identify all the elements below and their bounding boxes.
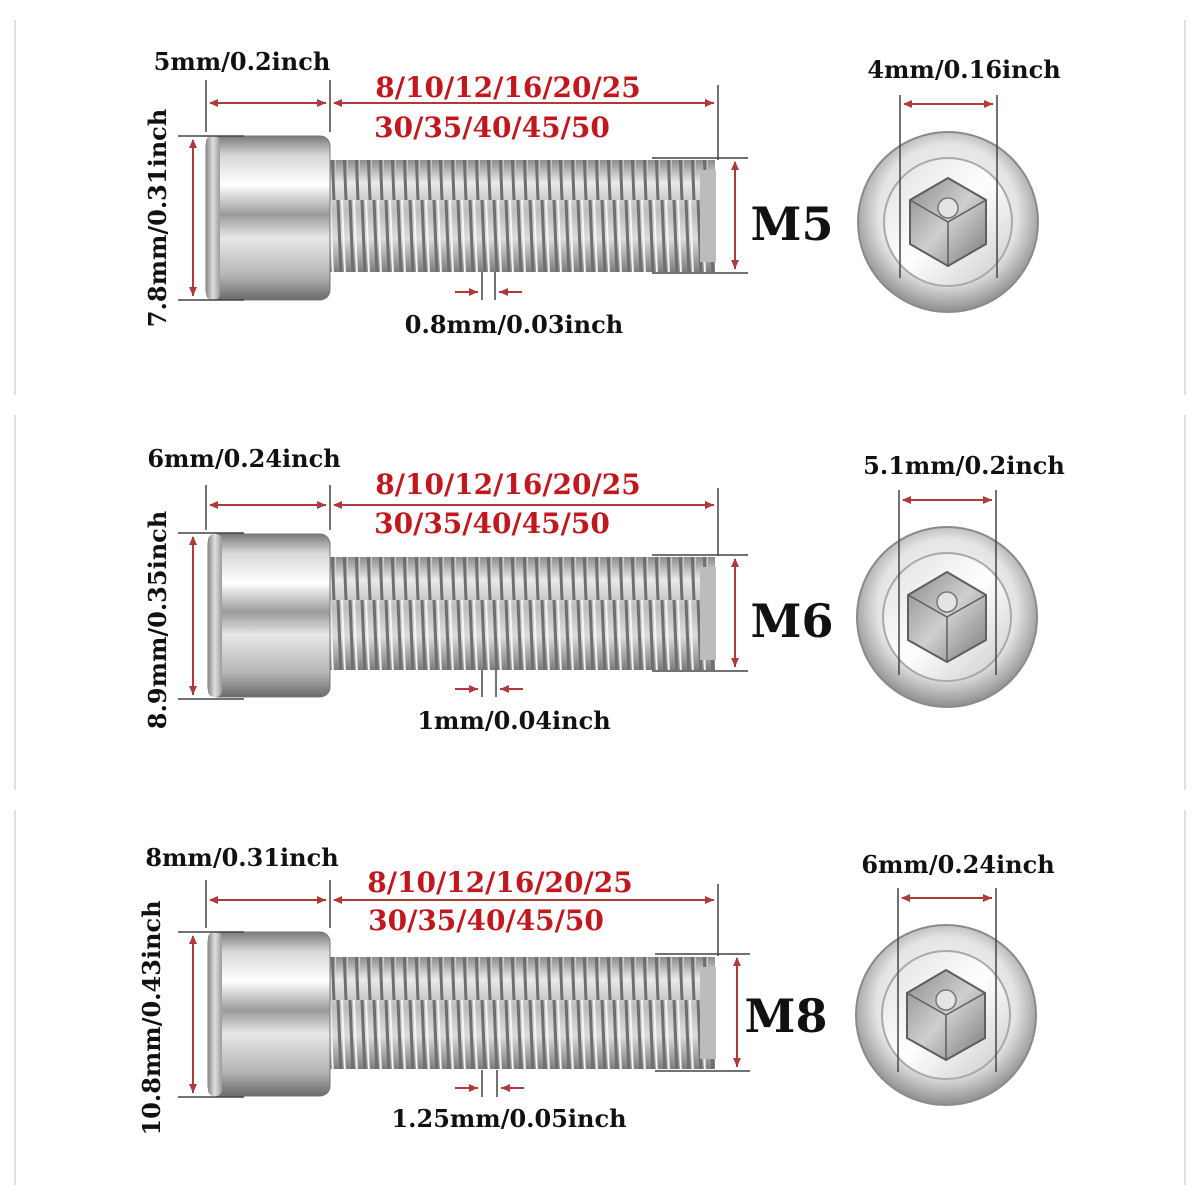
head-width-label: 8mm/0.31inch [145,843,338,872]
head-width-label: 5mm/0.2inch [154,47,331,76]
screw-side-view-icon [207,931,716,1097]
thread-pitch-label: 1.25mm/0.05inch [391,1104,626,1133]
head-height-label: 8.9mm/0.35inch [143,511,172,729]
hex-width-label: 4mm/0.16inch [867,55,1060,84]
hex-socket-top-view-icon [856,526,1038,708]
panel-m8: 8mm/0.31inch 8/10/12/16/20/25 30/35/40/4… [14,810,1186,1185]
thread-pitch-label: 1mm/0.04inch [417,706,610,735]
hex-socket-top-view-icon [855,924,1037,1106]
length-options-line1: 8/10/12/16/20/25 [375,71,640,104]
head-height-label: 10.8mm/0.43inch [137,900,166,1135]
length-options-line1: 8/10/12/16/20/25 [367,866,632,899]
length-options-line1: 8/10/12/16/20/25 [375,468,640,501]
length-options-line2: 30/35/40/45/50 [368,904,604,937]
screw-side-view-icon [205,135,716,301]
hex-width-label: 6mm/0.24inch [861,850,1054,879]
hex-socket-top-view-icon [857,131,1039,313]
length-options-line2: 30/35/40/45/50 [374,507,610,540]
size-label: M5 [751,197,834,251]
size-label: M8 [745,989,828,1043]
head-width-label: 6mm/0.24inch [147,444,340,473]
thread-pitch-label: 0.8mm/0.03inch [405,310,623,339]
hex-width-label: 5.1mm/0.2inch [863,451,1065,480]
size-label: M6 [751,594,834,648]
length-options-line2: 30/35/40/45/50 [374,111,610,144]
head-height-label: 7.8mm/0.31inch [143,109,172,327]
panel-m6: 6mm/0.24inch 8/10/12/16/20/25 30/35/40/4… [14,415,1186,790]
screw-side-view-icon [207,533,716,698]
panel-m5: 5mm/0.2inch 8/10/12/16/20/25 30/35/40/45… [14,20,1186,395]
